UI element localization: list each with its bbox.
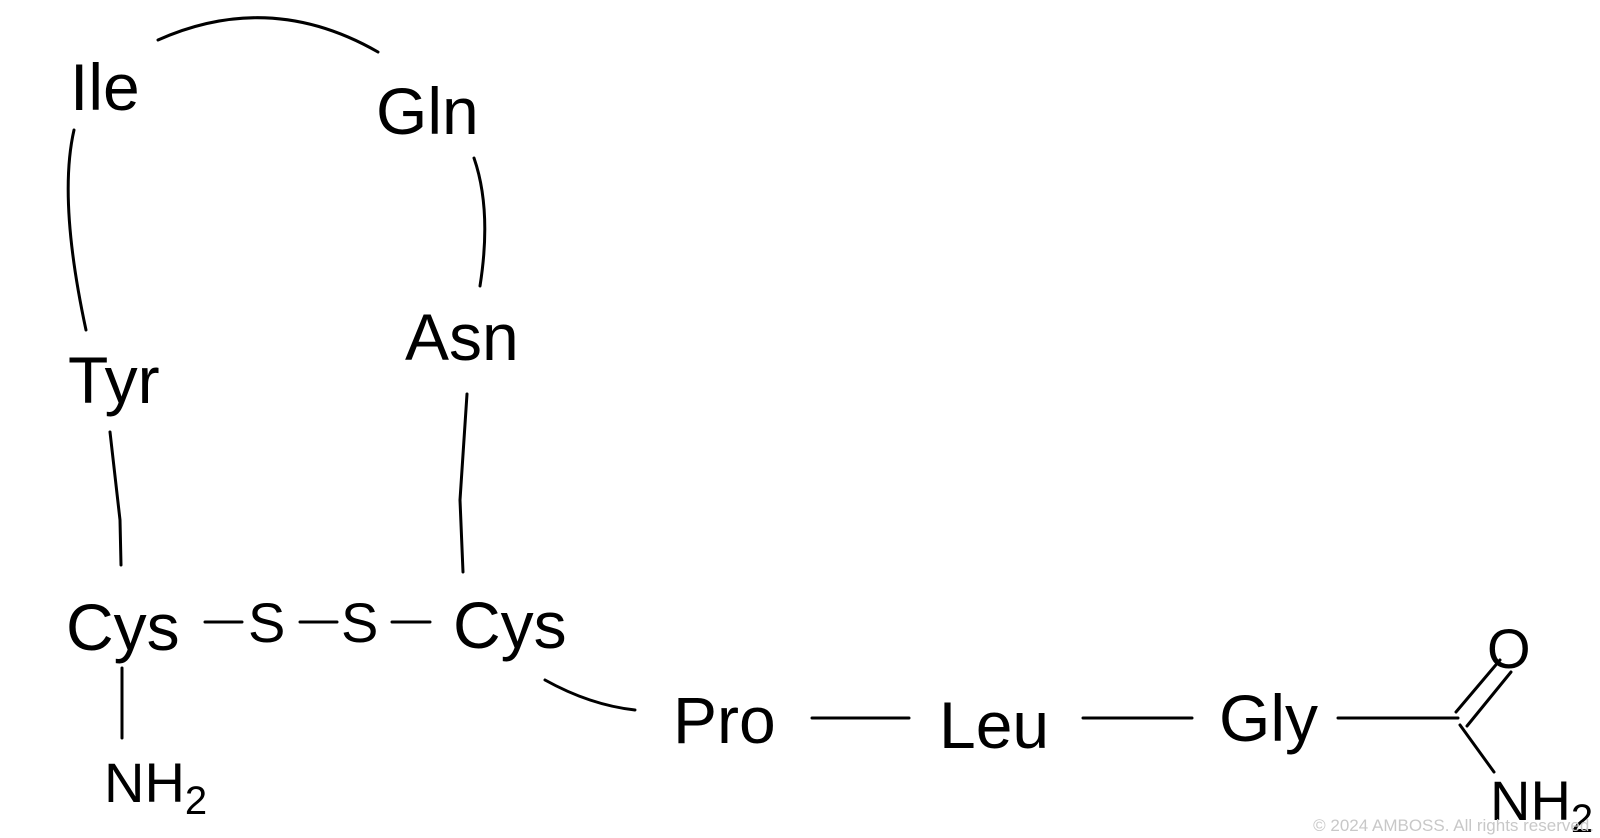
c-terminus-nh: NH: [1490, 769, 1571, 832]
bond-gln-asn: [472, 156, 487, 288]
residue-tyr: Tyr: [68, 343, 160, 417]
n-terminus-nh2: NH2: [104, 751, 207, 823]
sulfur-1: S: [248, 591, 285, 654]
c-terminus-nh2: NH2: [1490, 769, 1593, 838]
sulfur-2: S: [341, 591, 378, 654]
n-terminus-subscript: 2: [185, 779, 207, 823]
bond-cys1-tyr: [108, 430, 123, 567]
residue-cys-1: Cys: [66, 590, 180, 664]
bond-tyr-ile: [66, 128, 88, 332]
bond-carbonyl-nh2: [1458, 723, 1496, 774]
residue-leu: Leu: [939, 688, 1049, 762]
bonds: [66, 16, 1513, 774]
bond-carbonyl-o-1: [1454, 658, 1502, 714]
residue-gly: Gly: [1219, 681, 1318, 755]
n-terminus-nh: NH: [104, 751, 185, 814]
carbonyl-oxygen: O: [1487, 617, 1531, 680]
residue-gln: Gln: [376, 74, 479, 148]
c-terminus-subscript: 2: [1571, 797, 1593, 838]
residue-ile: Ile: [70, 50, 140, 124]
bond-ile-gln: [156, 16, 380, 54]
bond-cys2-pro: [543, 678, 637, 712]
residue-cys-2: Cys: [453, 588, 567, 662]
bond-asn-cys2: [458, 392, 469, 574]
bond-carbonyl-o-2: [1465, 670, 1513, 728]
residue-pro: Pro: [673, 683, 776, 757]
copyright-notice: © 2024 AMBOSS. All rights reserved.: [1313, 816, 1594, 835]
residue-asn: Asn: [405, 300, 519, 374]
